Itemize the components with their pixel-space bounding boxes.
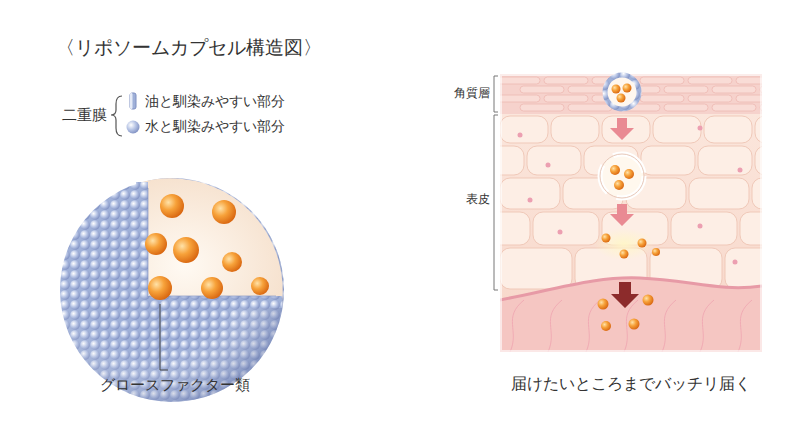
epidermis-cell xyxy=(533,212,599,245)
growth-factor-ball xyxy=(222,252,242,272)
corneum-cell xyxy=(500,77,540,84)
epidermis-cell xyxy=(740,212,762,245)
corneum-cell xyxy=(688,77,732,84)
corneum-cell xyxy=(520,104,564,111)
legend-text: 水と馴染みやすい部分 xyxy=(145,118,285,135)
corneum-cell xyxy=(568,104,612,111)
epidermis-cell xyxy=(500,248,572,289)
layer-label: 表皮 xyxy=(466,192,490,206)
growth-factor-ball xyxy=(212,200,236,224)
epidermis-cell xyxy=(641,146,695,175)
dermis-fiber xyxy=(662,300,676,352)
legend-text: 油と馴染みやすい部分 xyxy=(145,93,285,110)
callout-label: グロースファクター類 xyxy=(100,376,250,394)
epidermis-cell xyxy=(551,116,599,143)
epidermis-cell xyxy=(704,116,752,143)
corneum-cell xyxy=(712,86,756,93)
epidermis-cell xyxy=(527,146,581,175)
nucleus xyxy=(738,168,743,173)
epidermis-cell xyxy=(500,212,530,245)
epidermis-cell xyxy=(689,178,749,209)
nucleus xyxy=(546,163,551,168)
corneum-cell xyxy=(640,95,684,102)
corneum-cell xyxy=(544,77,588,84)
nucleus xyxy=(518,133,523,138)
nucleus xyxy=(733,260,738,265)
epidermis-cell xyxy=(671,212,737,245)
membrane-label: 二重膜 xyxy=(62,106,107,124)
corneum-cell xyxy=(544,95,588,102)
epidermis-cell xyxy=(602,116,650,143)
corneum-cell xyxy=(688,95,732,102)
nucleus xyxy=(698,126,703,131)
growth-factor-ball xyxy=(145,233,167,255)
dermis-fiber xyxy=(586,300,600,352)
epidermis-cell xyxy=(725,248,762,289)
layer-label: 角質層 xyxy=(454,86,490,100)
corneum-cell xyxy=(500,95,540,102)
dermis-fiber xyxy=(510,300,524,352)
epidermis-cell xyxy=(500,116,548,143)
dermis-fiber xyxy=(548,300,562,352)
dermis-fiber xyxy=(700,300,714,352)
nucleus xyxy=(528,198,533,203)
diagram-title: 〈リポソームカプセル構造図〉 xyxy=(56,36,322,59)
dermis-fiber xyxy=(738,300,752,352)
diagram-caption: 届けたいところまでバッチリ届く xyxy=(511,374,751,393)
corneum-cell xyxy=(736,77,762,84)
corneum-cell xyxy=(736,95,762,102)
growth-factor-ball xyxy=(148,276,172,300)
growth-factor-ball xyxy=(251,277,269,295)
corneum-cell xyxy=(640,77,684,84)
epidermis-cell xyxy=(653,116,701,143)
nucleus xyxy=(558,230,563,235)
growth-factor-ball xyxy=(201,277,223,299)
corneum-cell xyxy=(664,104,708,111)
epidermis-cell xyxy=(698,146,752,175)
growth-factor-ball xyxy=(173,237,199,263)
corneum-cell xyxy=(712,104,756,111)
growth-factor-ball xyxy=(160,194,184,218)
nucleus xyxy=(698,224,703,229)
corneum-cell xyxy=(664,86,708,93)
epidermis-cell xyxy=(500,146,524,175)
epidermis-cell xyxy=(500,178,560,209)
corneum-cell xyxy=(520,86,564,93)
